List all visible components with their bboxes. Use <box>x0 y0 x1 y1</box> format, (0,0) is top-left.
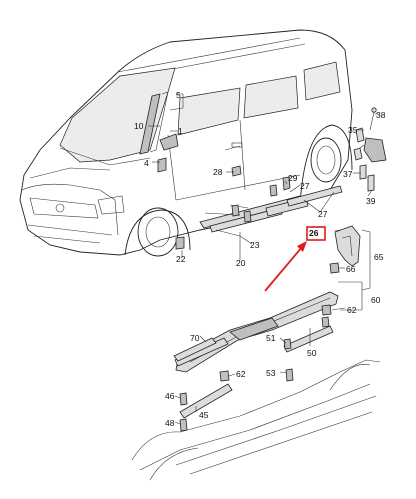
callout-labels: 5 10 1 4 38 35 37 39 28 29 27 27 26 65 6… <box>134 90 386 428</box>
callout-48: 48 <box>165 418 175 428</box>
callout-45: 45 <box>199 410 209 420</box>
clip-48 <box>179 418 188 432</box>
callout-60: 60 <box>371 295 381 305</box>
red-arrowhead <box>297 241 307 252</box>
door-handle <box>231 142 243 148</box>
highlight-box <box>306 226 326 241</box>
front-wheel <box>137 207 179 257</box>
front-side-window <box>177 87 241 136</box>
callout-23: 23 <box>250 240 260 250</box>
callout-28: 28 <box>213 167 223 177</box>
callout-38: 38 <box>376 110 386 120</box>
grille <box>29 197 99 219</box>
callout-50: 50 <box>307 348 317 358</box>
van-illustration <box>19 29 353 257</box>
clip-group <box>157 157 291 250</box>
clip-53 <box>285 368 294 382</box>
callout-53: 53 <box>266 368 276 378</box>
clip-51 <box>283 338 292 350</box>
headlight <box>97 195 125 215</box>
callout-62-left: 62 <box>236 369 246 379</box>
callout-70: 70 <box>190 333 200 343</box>
clip-62a <box>321 304 332 316</box>
strip-45 <box>179 383 233 419</box>
rear-trim-group <box>329 225 361 274</box>
trim-65 <box>334 225 361 267</box>
vw-badge <box>55 203 65 213</box>
callout-22: 22 <box>176 254 186 264</box>
bracket-37 <box>363 137 387 163</box>
fastener-group <box>179 304 332 432</box>
sill-panel-60 <box>174 291 339 373</box>
callout-27-top: 27 <box>300 181 310 191</box>
callout-46: 46 <box>165 391 175 401</box>
callout-27-bottom: 27 <box>318 209 328 219</box>
callout-26: 26 <box>309 228 319 238</box>
callout-37: 37 <box>343 169 353 179</box>
callout-29: 29 <box>288 173 298 183</box>
clip-62b <box>219 370 230 382</box>
callout-1: 1 <box>178 126 183 136</box>
strip-50 <box>283 325 334 353</box>
callout-51: 51 <box>266 333 276 343</box>
rear-side-window <box>303 61 341 101</box>
callout-10: 10 <box>134 121 144 131</box>
sill-trim-20 <box>199 195 303 229</box>
callout-65: 65 <box>374 252 384 262</box>
callout-35: 35 <box>348 125 358 135</box>
callout-20: 20 <box>236 258 246 268</box>
side-mirror <box>159 133 179 151</box>
callout-4: 4 <box>144 158 149 168</box>
lower-strip-group <box>173 325 334 419</box>
rear-wheel <box>310 137 342 183</box>
callout-66: 66 <box>346 264 356 274</box>
clip-22 <box>175 236 185 250</box>
callout-5: 5 <box>176 90 181 100</box>
middle-side-window <box>243 75 299 119</box>
highlight-annotation <box>264 226 326 292</box>
clip-28 <box>231 165 242 177</box>
rear-bracket-group <box>353 107 387 192</box>
clip-4 <box>157 157 167 173</box>
clip-66 <box>329 262 340 274</box>
red-arrow <box>264 246 303 292</box>
lower-body-outline <box>131 359 381 481</box>
a-pillar-trim <box>139 93 161 155</box>
clip-46 <box>179 392 188 406</box>
callout-62-right: 62 <box>347 305 357 315</box>
windshield <box>59 67 176 163</box>
leader-lines <box>148 93 378 425</box>
callout-39: 39 <box>366 196 376 206</box>
